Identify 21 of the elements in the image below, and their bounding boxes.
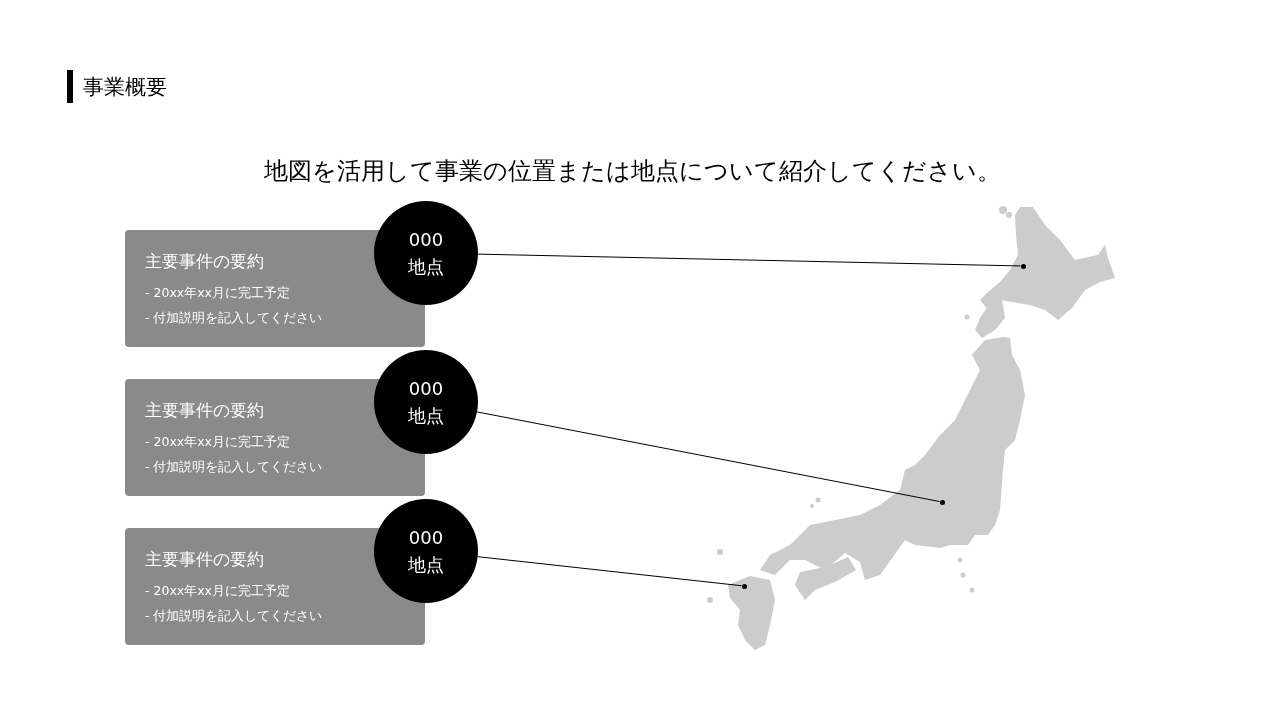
location-label: 地点 [408,553,444,577]
bullet-text: - 20xx年xx月に完工予定 [145,433,291,451]
location-number: 000 [408,526,444,550]
map-point [1020,263,1026,269]
location-label: 地点 [408,255,444,279]
bullet-text: - 付加説明を記入してください [145,458,324,476]
location-number: 000 [408,228,444,252]
bullet-text: - 20xx年xx月に完工予定 [145,284,291,302]
summary-heading: 主要事件の要約 [145,399,265,421]
page-title: 事業概要 [83,74,167,101]
map-point [939,499,945,505]
location-number: 000 [408,377,444,401]
summary-heading: 主要事件の要約 [145,250,265,272]
subtitle-text: 地図を活用して事業の位置または地点について紹介してください。 [262,156,1002,187]
bullet-text: - 付加説明を記入してください [145,309,324,327]
bullet-text: - 20xx年xx月に完工予定 [145,582,291,600]
summary-heading: 主要事件の要約 [145,548,265,570]
bullet-text: - 付加説明を記入してください [145,607,324,625]
location-label: 地点 [408,404,444,428]
map-point [741,583,747,589]
leader-line [476,411,941,502]
